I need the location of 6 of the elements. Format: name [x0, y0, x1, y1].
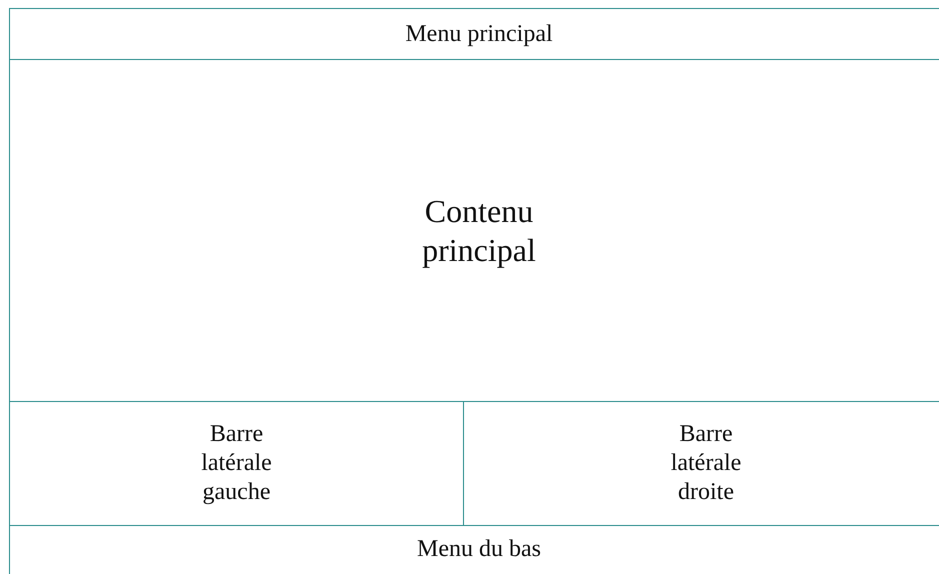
section-label: Barre latérale gauche — [200, 420, 273, 507]
section-label: Barre latérale droite — [670, 420, 742, 507]
section-label: Contenu principal — [421, 192, 537, 269]
section-label: Menu principal — [405, 20, 553, 48]
section-label: Menu du bas — [417, 535, 541, 564]
top-menu-bar — [9, 8, 939, 60]
